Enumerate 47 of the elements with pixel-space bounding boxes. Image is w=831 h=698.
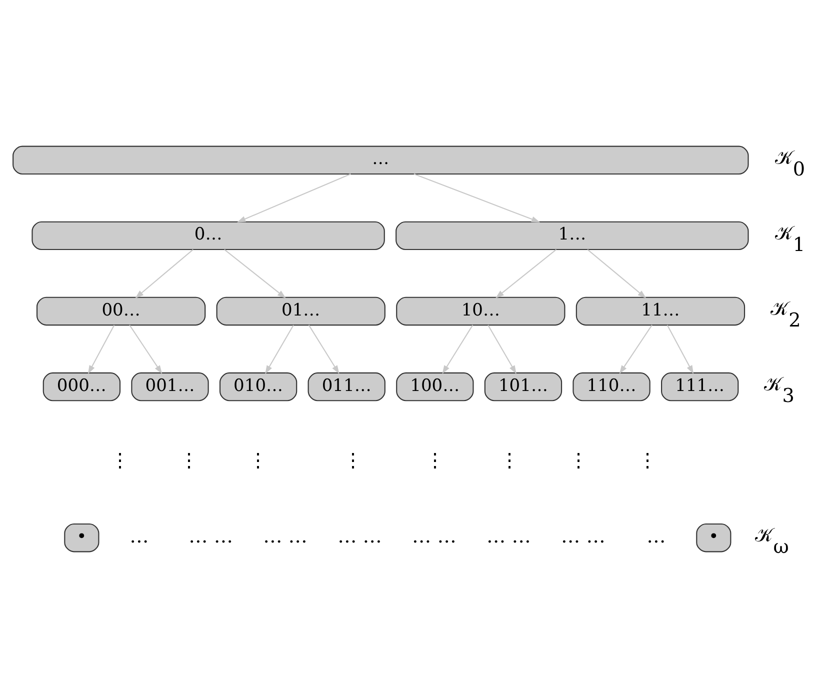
node-box: 001…	[131, 372, 209, 402]
label: … …	[263, 524, 308, 548]
label: …	[130, 524, 149, 548]
label: ⋮	[500, 448, 519, 472]
arrow	[495, 249, 557, 298]
arrow	[237, 174, 351, 222]
node-box: •	[696, 523, 732, 552]
node-box: 0…	[32, 221, 385, 250]
node-box: …	[12, 146, 749, 175]
arrow	[308, 324, 340, 374]
label: … …	[560, 524, 606, 548]
label: …	[646, 524, 666, 548]
node-box: 110…	[572, 372, 650, 402]
node-box: 000…	[42, 372, 121, 402]
arrow	[488, 324, 516, 374]
label: … …	[486, 524, 531, 548]
node-box: 101…	[484, 372, 562, 402]
label: ⋮	[343, 448, 362, 472]
arrow	[88, 324, 115, 374]
node-box: 01…	[216, 296, 386, 326]
node-box: 100…	[396, 372, 474, 402]
label: ⋮	[110, 448, 130, 472]
label: ⋮	[568, 448, 588, 472]
node-box: 010…	[219, 372, 298, 402]
arrow	[414, 174, 540, 222]
label: … …	[338, 524, 382, 548]
label: ⋮	[638, 448, 658, 472]
arrow	[442, 324, 474, 374]
arrow	[224, 249, 286, 298]
node-box: 011…	[308, 372, 386, 402]
label: ⋮	[248, 448, 268, 472]
arrow	[587, 249, 646, 298]
arrow	[619, 324, 652, 374]
node-box: 11…	[576, 296, 746, 326]
arrow	[265, 324, 294, 374]
label: ⋮	[425, 448, 444, 472]
node-box: •	[64, 523, 100, 552]
label: … …	[188, 524, 233, 548]
label: … …	[412, 524, 456, 548]
node-box: 1…	[396, 221, 749, 250]
node-box: 111…	[661, 372, 739, 402]
arrow	[666, 324, 694, 374]
node-box: 10…	[396, 296, 566, 326]
label: ⋮	[180, 448, 199, 472]
arrow	[129, 324, 162, 374]
arrow	[135, 249, 194, 298]
node-box: 00…	[36, 296, 206, 326]
